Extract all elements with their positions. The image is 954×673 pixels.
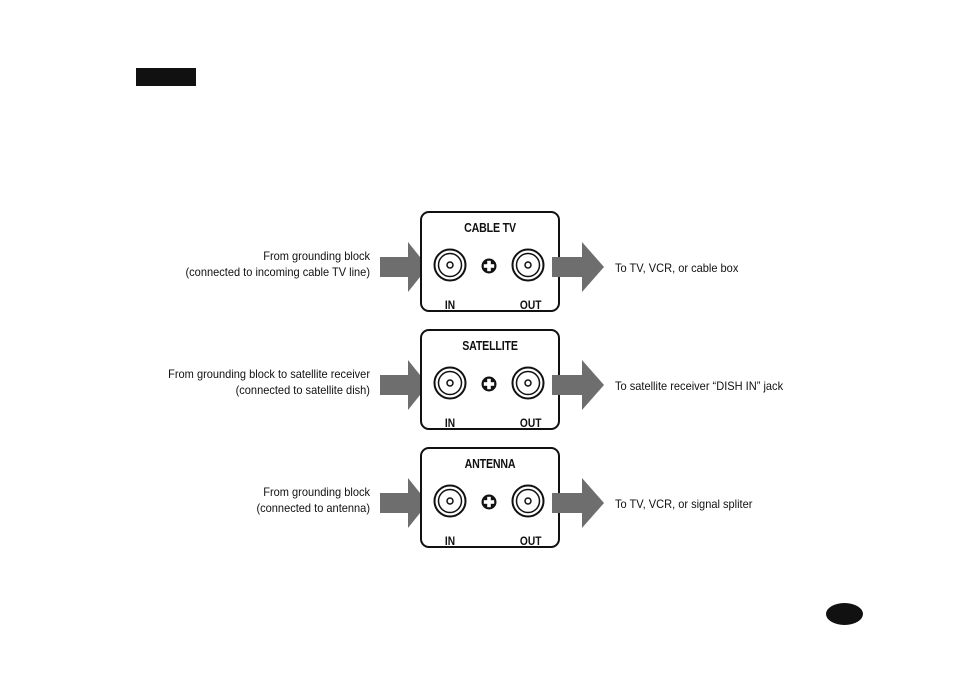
panel-title: ANTENNA — [464, 457, 516, 471]
source-label: From grounding block (connected to anten… — [94, 484, 370, 516]
connector-panel: SATELLITE IN OUT — [420, 329, 560, 430]
arrow-right-icon — [380, 360, 428, 410]
coax-jack-icon — [511, 484, 545, 518]
section-tab — [136, 68, 196, 86]
panel-title: SATELLITE — [462, 339, 518, 353]
connector-row-antenna: From grounding block (connected to anten… — [0, 447, 954, 552]
source-label: From grounding block (connected to incom… — [94, 248, 370, 280]
coax-jack-icon — [433, 366, 467, 400]
connector-row-satellite: From grounding block to satellite receiv… — [0, 329, 954, 434]
page-number-badge — [826, 603, 863, 625]
panel-title: CABLE TV — [464, 221, 516, 235]
source-line-2: (connected to satellite dish) — [235, 383, 370, 397]
plus-icon — [481, 494, 497, 510]
source-label: From grounding block to satellite receiv… — [94, 366, 370, 398]
arrow-right-icon — [552, 360, 604, 410]
arrow-right-icon — [380, 242, 428, 292]
arrow-right-icon — [552, 478, 604, 528]
out-label: OUT — [519, 298, 542, 312]
destination-label: To TV, VCR, or signal spliter — [615, 497, 753, 511]
plus-icon — [481, 376, 497, 392]
coax-jack-icon — [511, 366, 545, 400]
source-line-1: From grounding block to satellite receiv… — [168, 367, 370, 381]
in-label: IN — [444, 298, 456, 312]
coax-jack-icon — [433, 484, 467, 518]
source-line-2: (connected to antenna) — [256, 501, 370, 515]
coax-jack-icon — [433, 248, 467, 282]
destination-label: To TV, VCR, or cable box — [615, 261, 739, 275]
connector-panel: ANTENNA IN OUT — [420, 447, 560, 548]
out-label: OUT — [519, 416, 542, 430]
in-label: IN — [444, 416, 456, 430]
out-label: OUT — [519, 534, 542, 548]
plus-icon — [481, 258, 497, 274]
coax-jack-icon — [511, 248, 545, 282]
destination-label: To satellite receiver “DISH IN” jack — [615, 379, 784, 393]
source-line-2: (connected to incoming cable TV line) — [185, 265, 370, 279]
arrow-right-icon — [552, 242, 604, 292]
source-line-1: From grounding block — [263, 249, 370, 263]
source-line-1: From grounding block — [263, 485, 370, 499]
connector-panel: CABLE TV IN OUT — [420, 211, 560, 312]
in-label: IN — [444, 534, 456, 548]
connector-row-cable-tv: From grounding block (connected to incom… — [0, 211, 954, 316]
arrow-right-icon — [380, 478, 428, 528]
